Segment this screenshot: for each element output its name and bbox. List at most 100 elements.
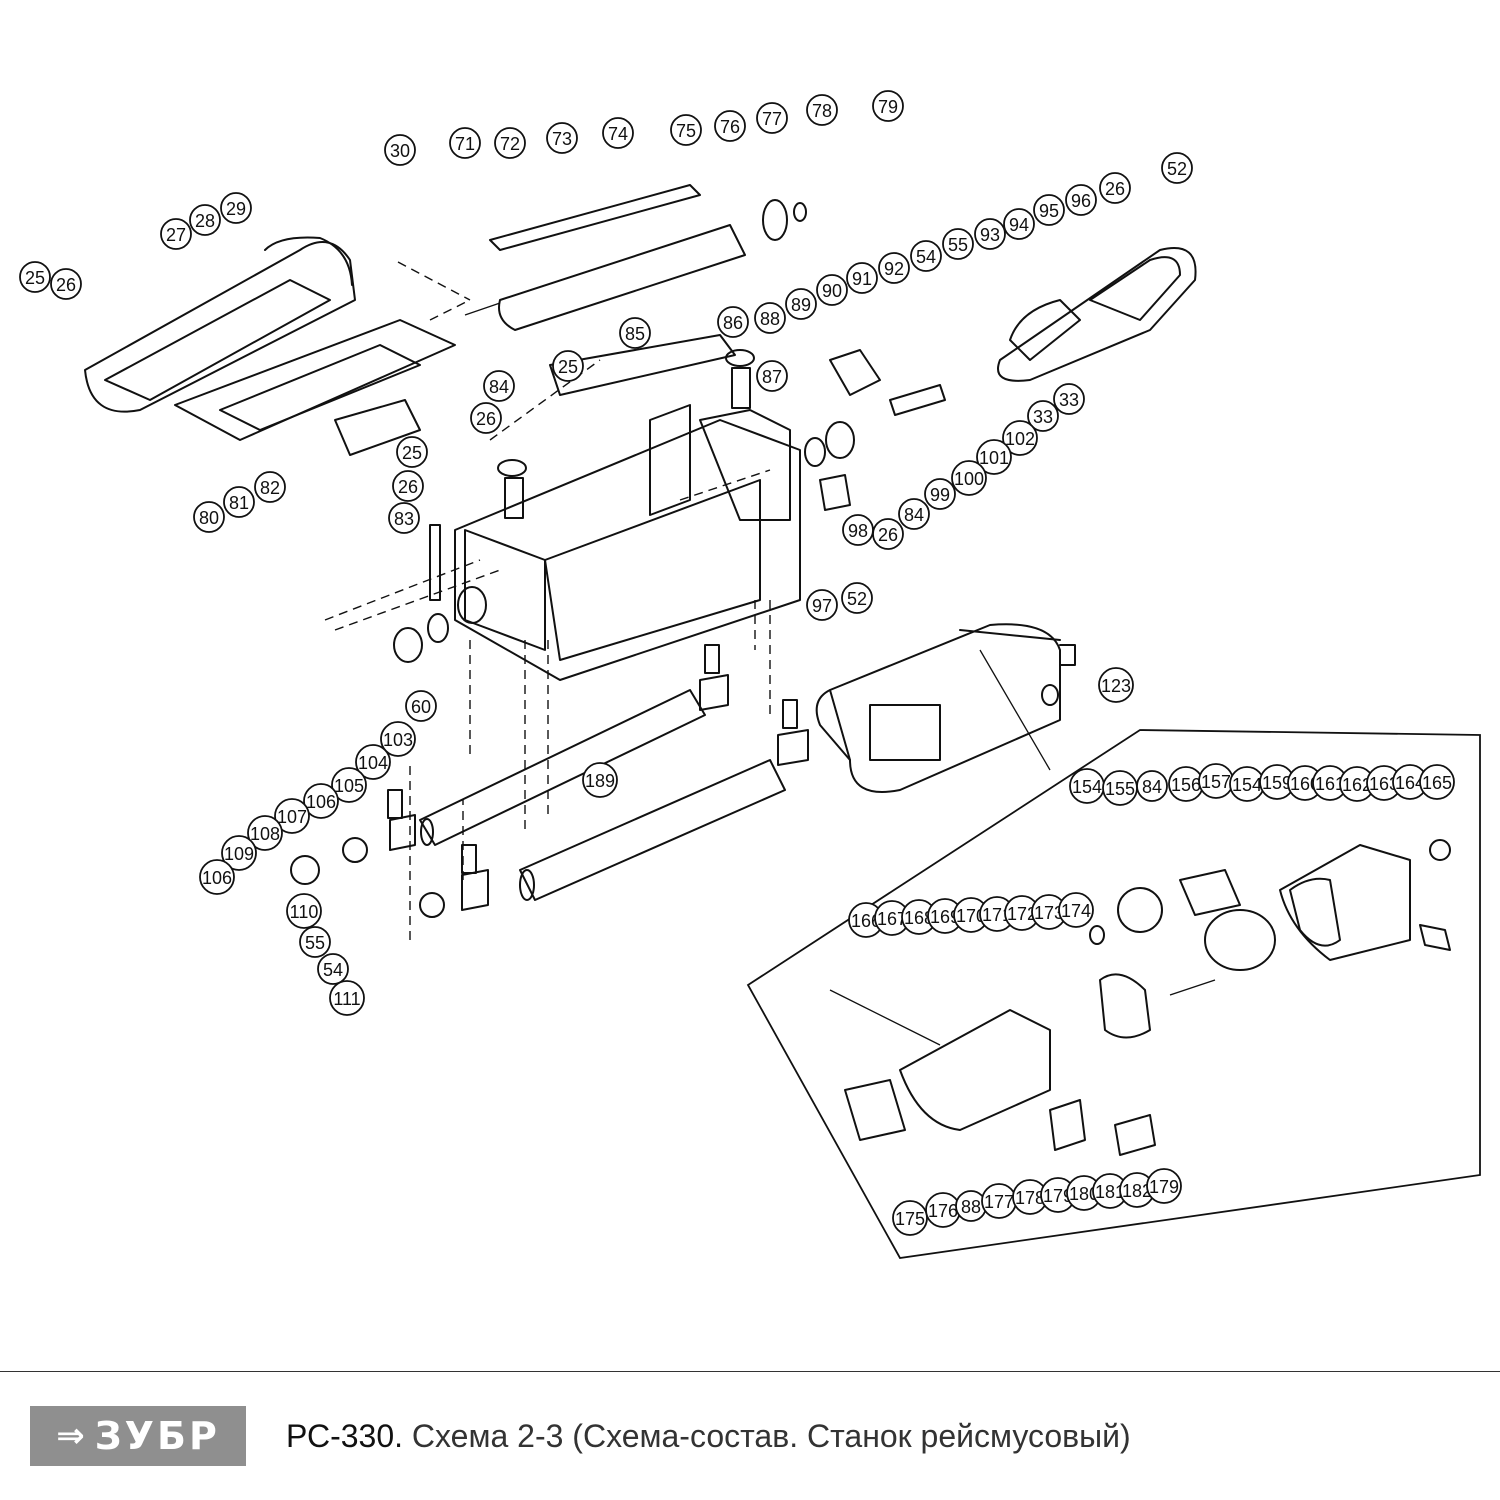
callout-54: 54 [910, 240, 942, 272]
callout-number: 109 [224, 844, 254, 864]
callout-circle [405, 690, 437, 722]
callout-73: 73 [546, 122, 578, 154]
callout-97: 97 [806, 589, 838, 621]
callout-circle [924, 478, 956, 510]
callout-circle [1146, 1168, 1182, 1204]
callout-number: 52 [1167, 159, 1187, 179]
parts-drawing [84, 184, 1481, 1259]
callout-74: 74 [602, 117, 634, 149]
callout-55: 55 [299, 926, 331, 958]
callout-178: 178 [1012, 1179, 1048, 1215]
callout-circle [199, 859, 235, 895]
callout-number: 102 [1005, 429, 1035, 449]
callout-number: 179 [1043, 1186, 1073, 1206]
callout-number: 85 [625, 324, 645, 344]
callout-circle [546, 122, 578, 154]
callout-155: 155 [1102, 770, 1138, 806]
callout-number: 84 [904, 505, 924, 525]
callout-100: 100 [951, 460, 987, 496]
callout-72: 72 [494, 127, 526, 159]
callout-88: 88 [955, 1190, 987, 1222]
callout-82: 82 [254, 471, 286, 503]
callout-circle [1098, 667, 1134, 703]
callout-number: 168 [904, 908, 934, 928]
callout-157: 157 [1198, 763, 1234, 799]
callout-number: 175 [895, 1209, 925, 1229]
callout-92: 92 [878, 252, 910, 284]
callout-26: 26 [1099, 172, 1131, 204]
callout-81: 81 [223, 486, 255, 518]
callout-number: 93 [980, 225, 1000, 245]
callout-number: 154 [1232, 775, 1262, 795]
callout-number: 30 [390, 141, 410, 161]
callout-number: 79 [878, 97, 898, 117]
callout-circle [754, 302, 786, 334]
callout-circle [878, 252, 910, 284]
callout-26: 26 [50, 268, 82, 300]
callout-167: 167 [874, 900, 910, 936]
callout-156: 156 [1168, 766, 1204, 802]
callout-90: 90 [816, 274, 848, 306]
callout-84: 84 [898, 498, 930, 530]
callout-159: 159 [1259, 764, 1295, 800]
callout-circle [299, 926, 331, 958]
callout-172: 172 [1004, 895, 1040, 931]
callout-circle [1003, 208, 1035, 240]
callout-84: 84 [1136, 770, 1168, 802]
callout-86: 86 [717, 306, 749, 338]
callout-circle [50, 268, 82, 300]
callout-number: 104 [358, 753, 388, 773]
callout-number: 177 [984, 1192, 1014, 1212]
callout-number: 33 [1059, 390, 1079, 410]
logo-text: ЗУБР [94, 1414, 220, 1458]
callout-55: 55 [942, 228, 974, 260]
callout-52: 52 [1161, 152, 1193, 184]
callout-33: 33 [1027, 400, 1059, 432]
callout-176: 176 [925, 1192, 961, 1228]
callout-number: 108 [250, 824, 280, 844]
callout-number: 99 [930, 485, 950, 505]
callout-number: 107 [277, 807, 307, 827]
callout-174: 174 [1058, 892, 1094, 928]
callout-number: 174 [1061, 901, 1091, 921]
callout-circle [494, 127, 526, 159]
callout-circle [193, 501, 225, 533]
callout-180: 180 [1066, 1175, 1102, 1211]
callout-number: 101 [979, 448, 1009, 468]
callout-28: 28 [189, 204, 221, 236]
callout-circle [1065, 184, 1097, 216]
callout-165: 165 [1419, 764, 1455, 800]
callout-circle [841, 582, 873, 614]
callout-number: 178 [1015, 1188, 1045, 1208]
callout-83: 83 [388, 502, 420, 534]
footer-divider [0, 1371, 1500, 1372]
callout-circle [976, 439, 1012, 475]
callout-177: 177 [981, 1183, 1017, 1219]
callout-87: 87 [756, 360, 788, 392]
callout-circle [842, 514, 874, 546]
callout-circle [806, 589, 838, 621]
callout-170: 170 [953, 897, 989, 933]
callout-circle [898, 498, 930, 530]
callout-number: 74 [608, 124, 628, 144]
callout-number: 52 [847, 589, 867, 609]
callout-number: 189 [585, 771, 615, 791]
callout-71: 71 [449, 127, 481, 159]
callout-number: 25 [402, 443, 422, 463]
callout-circle [806, 94, 838, 126]
callout-circle [1033, 194, 1065, 226]
callout-number: 105 [334, 776, 364, 796]
callout-109: 109 [221, 835, 257, 871]
callout-circle [331, 767, 367, 803]
callout-number: 163 [1369, 774, 1399, 794]
callout-number: 82 [260, 478, 280, 498]
callout-number: 181 [1095, 1182, 1125, 1202]
callout-number: 27 [166, 225, 186, 245]
callout-98: 98 [842, 514, 874, 546]
callout-79: 79 [872, 90, 904, 122]
callout-number: 83 [394, 509, 414, 529]
callout-number: 80 [199, 508, 219, 528]
callout-circle [286, 893, 322, 929]
callout-number: 72 [500, 134, 520, 154]
callout-circle [846, 262, 878, 294]
